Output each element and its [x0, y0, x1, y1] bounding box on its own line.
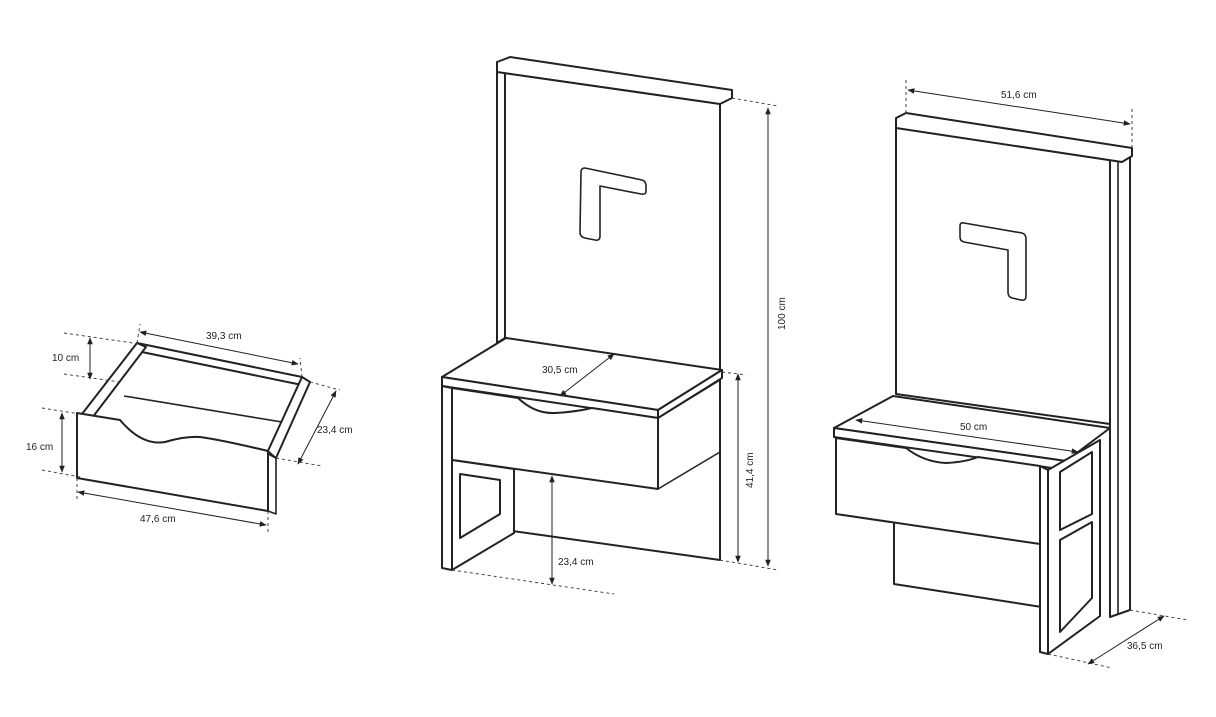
drawer-height-ext-top: [63, 332, 141, 345]
side-frame-opening-top: [1059, 451, 1093, 531]
drawer-height-label: 10 cm: [52, 353, 79, 364]
front-total-height-label: 100 cm: [777, 297, 788, 330]
side-backboard: [895, 125, 1111, 425]
drawer-front-height-label: 16 cm: [26, 442, 53, 453]
side-frame-leg-front: [1039, 465, 1049, 655]
front-depth-label: 30,5 cm: [542, 365, 578, 376]
side-top-width-label: 51,6 cm: [1001, 90, 1037, 101]
drawer-width-label: 39,3 cm: [206, 331, 242, 342]
front-frame-opening: [459, 473, 501, 539]
front-drawer-face: [451, 387, 659, 490]
drawer-depth-ext-top: [309, 381, 341, 391]
drawer-depth-dimension: [297, 390, 337, 465]
drawer-depth-ext-bottom: [275, 457, 323, 467]
drawer-width-ext-right: [299, 357, 303, 378]
side-depth-dimension: [1087, 615, 1165, 665]
drawer-width-dimension: [139, 330, 299, 366]
drawer-drawing: 39,3 cm 10 cm 16 cm 23,4 cm 47,6 cm: [26, 323, 353, 534]
front-total-height-ext-top: [731, 97, 779, 107]
front-backboard-edge: [496, 67, 506, 344]
nightstand-front-view: 30,5 cm 100 cm 41,4 cm 23,4 cm: [441, 56, 788, 595]
front-tabletop-side: [657, 369, 723, 419]
drawer-depth-label: 23,4 cm: [317, 425, 353, 436]
side-backboard-edge: [1109, 149, 1131, 618]
side-drawer-face: [835, 437, 1041, 545]
front-top-cap-edge: [496, 71, 721, 105]
front-backboard: [504, 71, 721, 561]
side-depth-ext-front: [1047, 653, 1113, 669]
front-clearance-label: 23,4 cm: [558, 557, 594, 568]
drawer-front-edge: [267, 450, 277, 515]
front-frame-leg-left: [441, 385, 453, 571]
side-frame-opening-bottom: [1059, 521, 1093, 633]
drawer-left-side: [81, 342, 147, 419]
side-hook-cutout: [959, 222, 1027, 301]
front-total-height-ext-bottom: [719, 559, 779, 571]
drawer-back-panel: [136, 342, 303, 386]
front-hook-cutout: [579, 167, 647, 241]
drawer-right-side: [266, 376, 311, 459]
front-clearance-ext-bottom: [451, 569, 615, 595]
front-table-height-label: 41,4 cm: [745, 452, 756, 488]
side-table-width-label: 50 cm: [960, 422, 987, 433]
drawer-front-height-ext-bottom: [41, 469, 81, 478]
front-table-height-ext-top: [721, 371, 747, 376]
side-depth-label: 36,5 cm: [1127, 641, 1163, 652]
drawer-front-panel: [76, 412, 269, 512]
drawer-bottom-edge: [123, 395, 283, 423]
drawer-front-width-dimension: [77, 490, 267, 527]
drawer-front-width-label: 47,6 cm: [140, 514, 176, 525]
drawer-front-height-ext-top: [41, 407, 81, 415]
side-depth-ext-back: [1129, 609, 1189, 621]
side-table-width-dimension: [855, 418, 1079, 454]
front-depth-dimension: [559, 353, 615, 397]
side-top-width-dimension: [907, 88, 1131, 126]
nightstand-side-view: 51,6 cm 50 cm 36,5 cm: [833, 78, 1189, 669]
front-drawer-side: [657, 379, 721, 490]
drawer-width-ext-left: [136, 323, 141, 344]
